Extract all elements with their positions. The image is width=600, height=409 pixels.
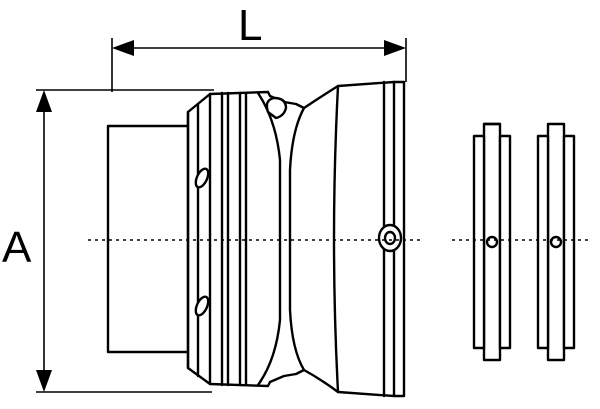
coupling-body: [106, 80, 406, 398]
cam-ear-top: [265, 96, 288, 120]
arrowhead-right: [384, 40, 406, 56]
dimension-diameter: A: [2, 89, 214, 393]
ring-2-center-hole: [549, 235, 563, 249]
ring-1-center-hole: [485, 235, 499, 249]
arrowhead-top: [36, 90, 52, 112]
length-label: L: [238, 1, 262, 50]
pin-hole-top: [194, 167, 210, 189]
dimension-length: L: [111, 1, 407, 92]
gasket-ring-1: [472, 122, 512, 362]
diameter-label: A: [2, 223, 32, 272]
lock-hole-inner: [383, 230, 397, 246]
gasket-ring-2: [536, 122, 576, 362]
arrowhead-bottom: [36, 370, 52, 392]
pin-hole-bottom: [194, 295, 210, 317]
arrowhead-left: [112, 40, 134, 56]
